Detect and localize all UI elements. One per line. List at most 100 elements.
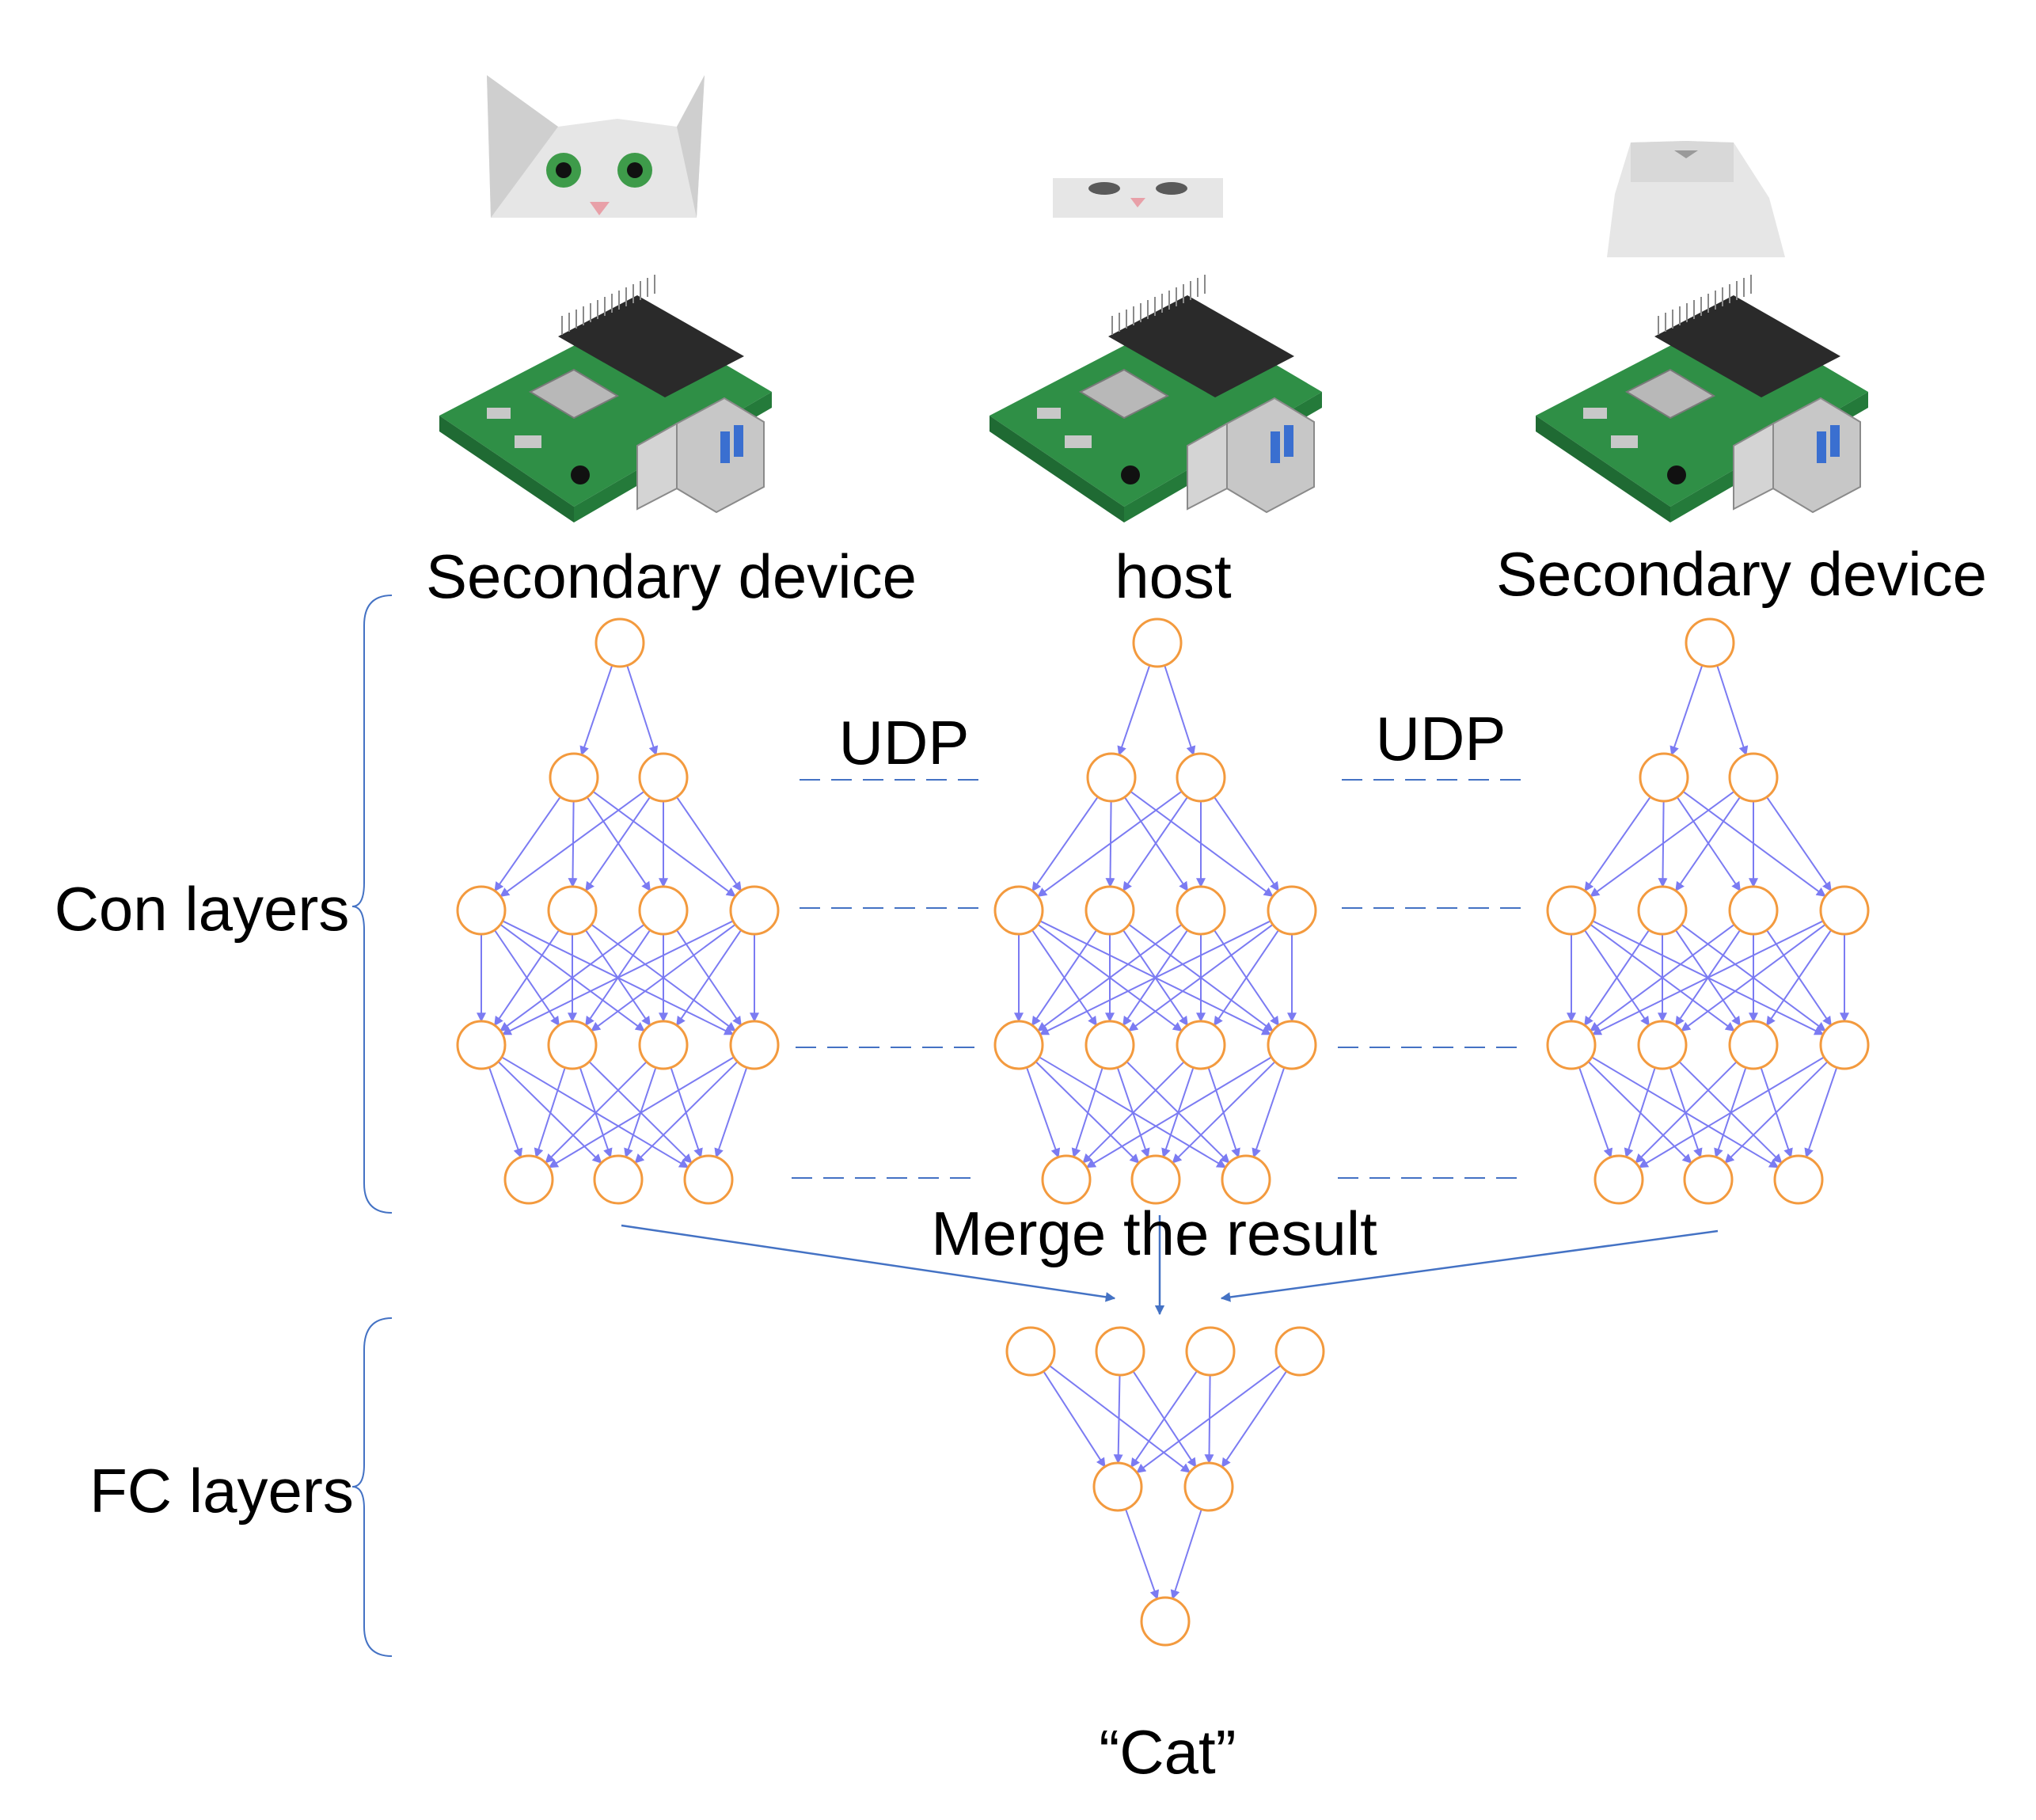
network-secondary-left-node-1-0 (549, 752, 599, 803)
network-secondary-right-edge-1-1-1 (1675, 796, 1741, 892)
conv-layers-bracket (351, 595, 393, 1214)
network-host-edge-3-2-0 (1082, 1061, 1185, 1164)
network-host-node-1-1 (1176, 752, 1226, 803)
network-host-node-4-2 (1221, 1154, 1271, 1205)
merge-label: Merge the result (931, 1199, 1377, 1268)
network-secondary-right-edge-3-3-1 (1724, 1061, 1829, 1164)
raspberry-pi-board-icon (990, 275, 1322, 522)
board-right (1536, 275, 1868, 522)
network-host-edge-2-3-1 (1128, 923, 1274, 1032)
network-secondary-left-edge-2-1-0 (493, 929, 560, 1027)
network-secondary-right-edge-3-0-0 (1578, 1066, 1613, 1158)
network-secondary-right-edges (1567, 665, 1849, 1168)
device-label-host: host (1115, 541, 1232, 611)
cat-face-icon (1053, 178, 1223, 218)
network-secondary-right-edge-2-3-0 (1591, 920, 1824, 1035)
fc-edge-0-0-0 (1043, 1370, 1106, 1468)
network-secondary-right-edge-2-3-2 (1765, 929, 1833, 1027)
network-secondary-left-node-1-1 (638, 752, 689, 803)
network-secondary-left-node-4-1 (593, 1154, 644, 1205)
network-secondary-right-edge-3-3-0 (1638, 1056, 1825, 1168)
fc-layers-label: FC layers (89, 1456, 354, 1526)
network-secondary-right-node-3-0 (1546, 1020, 1597, 1070)
network-secondary-right-edge-3-1-0 (1624, 1067, 1656, 1158)
fc-edges (1043, 1365, 1288, 1600)
merge-arrow-right (1220, 1229, 1719, 1302)
network-host-node-4-0 (1041, 1154, 1092, 1205)
network-secondary-left-node-2-1 (547, 885, 598, 936)
fc-node-2-0 (1140, 1596, 1191, 1647)
network-secondary-right-edge-1-0-0 (1584, 796, 1651, 892)
network-secondary-left-node-2-2 (638, 885, 689, 936)
fc-edge-0-3-1 (1221, 1370, 1288, 1469)
network-host-edge-2-1-0 (1031, 929, 1098, 1027)
conv-layers-label: Con layers (55, 874, 350, 944)
network-secondary-left-node-3-2 (638, 1020, 689, 1070)
network-secondary-right-edge-3-2-0 (1635, 1061, 1738, 1164)
output-label: “Cat” (1099, 1717, 1236, 1787)
network-host-edge-1-1-0 (1037, 790, 1183, 898)
network-secondary-left-edge-1-1-0 (500, 790, 645, 898)
network-host-node-3-1 (1084, 1020, 1135, 1070)
network-secondary-right-nodes (1546, 617, 1870, 1205)
network-secondary-right-edge-1-1-3 (1766, 796, 1832, 892)
network-host-edge-3-0-0 (1026, 1066, 1061, 1158)
fc-edge-1-1-0 (1170, 1509, 1202, 1600)
fc-nodes (1005, 1326, 1325, 1647)
network-secondary-left-edge-0-0-0 (579, 665, 613, 756)
raspberry-pi-board-icon (439, 275, 772, 522)
network-secondary-left-node-3-0 (456, 1020, 507, 1070)
network-secondary-right-node-3-3 (1819, 1020, 1870, 1070)
network-secondary-right-node-2-3 (1819, 885, 1870, 936)
network-secondary-left-edge-1-1-3 (676, 796, 742, 892)
network-host-edge-1-0-0 (1031, 796, 1099, 892)
udp-links (792, 779, 1532, 1179)
network-host-edge-3-1-0 (1071, 1067, 1103, 1158)
network-secondary-right-node-4-2 (1773, 1154, 1824, 1205)
merge-arrows (621, 1215, 1719, 1316)
network-secondary-right-node-4-1 (1683, 1154, 1734, 1205)
network-secondary-right-edge-2-2-0 (1590, 923, 1735, 1032)
network-host-node-4-1 (1130, 1154, 1181, 1205)
fc-node-0-2 (1185, 1326, 1236, 1377)
cat-face-icon (487, 75, 705, 218)
network-secondary-right-edge-3-3-2 (1804, 1067, 1838, 1158)
network-host-edge-3-3-0 (1085, 1056, 1272, 1168)
network-secondary-right-node-3-1 (1637, 1020, 1688, 1070)
network-secondary-left-node-3-3 (729, 1020, 780, 1070)
network-host-node-2-2 (1176, 885, 1226, 936)
network-secondary-right-edge-0-0-1 (1716, 665, 1749, 756)
cat-face-icon (1607, 141, 1785, 257)
network-secondary-right (1546, 617, 1870, 1205)
device-label-left: Secondary device (426, 541, 917, 611)
network-secondary-left-edge-1-1-1 (585, 796, 651, 892)
cat-image-middle (1053, 178, 1223, 218)
network-host-node-0-0 (1132, 617, 1183, 668)
raspberry-pi-board-icon (1536, 275, 1868, 522)
network-secondary-left-edge-2-3-1 (591, 923, 736, 1032)
network-secondary-left-edge-3-0-0 (488, 1066, 523, 1158)
network-secondary-right-edge-2-1-0 (1583, 929, 1650, 1027)
network-secondary-left-node-4-2 (683, 1154, 734, 1205)
network-host-node-2-3 (1267, 885, 1317, 936)
network-host-edge-3-3-2 (1252, 1067, 1286, 1158)
device-label-right: Secondary device (1496, 539, 1987, 609)
fc-node-0-3 (1274, 1326, 1325, 1377)
network-secondary-right-node-2-0 (1546, 885, 1597, 936)
fc-edge-1-0-0 (1125, 1508, 1160, 1600)
network-host-node-1-0 (1086, 752, 1137, 803)
network-host-node-2-1 (1084, 885, 1135, 936)
board-host (990, 275, 1322, 522)
network-host-node-3-2 (1176, 1020, 1226, 1070)
fc-edge-0-1-0 (1113, 1374, 1123, 1465)
fc-node-0-0 (1005, 1326, 1056, 1377)
fc-edge-0-2-0 (1130, 1370, 1198, 1469)
fc-node-0-1 (1095, 1326, 1145, 1377)
network-host-edge-3-3-1 (1172, 1061, 1276, 1164)
fc-network (1005, 1326, 1325, 1647)
fc-node-1-0 (1092, 1461, 1143, 1512)
network-secondary-left-edges (477, 665, 759, 1168)
network-secondary-right-node-1-0 (1639, 752, 1689, 803)
network-secondary-left-node-0-0 (594, 617, 645, 668)
